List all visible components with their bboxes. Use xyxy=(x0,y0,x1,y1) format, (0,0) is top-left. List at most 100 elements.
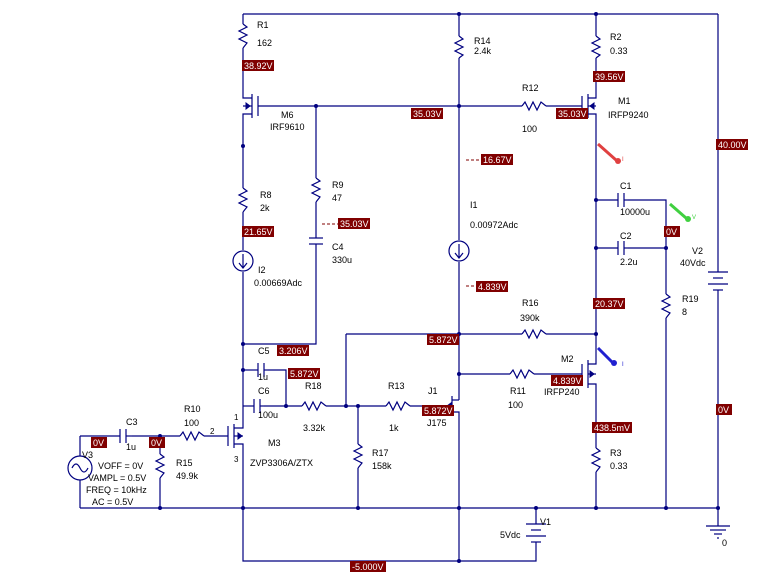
svg-text:4.839V: 4.839V xyxy=(553,376,582,386)
i2-name: I2 xyxy=(258,265,266,275)
j1-value: J175 xyxy=(427,418,447,428)
r13-value: 1k xyxy=(389,423,399,433)
svg-text:4.839V: 4.839V xyxy=(478,282,507,292)
r9-name: R9 xyxy=(332,180,344,190)
ground-label: 0 xyxy=(722,538,727,548)
voltage-tag: 0V xyxy=(149,437,165,448)
c1-value: 10000u xyxy=(620,207,650,217)
r15-value: 49.9k xyxy=(176,471,199,481)
r12-name: R12 xyxy=(522,83,539,93)
m3-pin-3: 3 xyxy=(234,455,239,464)
r3-name: R3 xyxy=(610,448,622,458)
voltage-tag: 3.206V xyxy=(277,345,309,356)
resistor-r15-symbol xyxy=(154,453,166,479)
m6-name: M6 xyxy=(281,110,294,120)
m3-pin-1: 1 xyxy=(234,413,239,422)
voltage-tag: 35.03V xyxy=(338,218,370,229)
resistor-r13-symbol xyxy=(385,400,411,412)
voltage-tag: 38.92V xyxy=(242,60,274,71)
r16-name: R16 xyxy=(522,298,539,308)
voltage-tag: 0V xyxy=(664,226,680,237)
v3-param-voff: VOFF = 0V xyxy=(98,461,143,471)
m6-value: IRF9610 xyxy=(270,122,305,132)
svg-text:16.67V: 16.67V xyxy=(483,155,512,165)
resistor-r3-symbol xyxy=(590,447,602,473)
r2-value: 0.33 xyxy=(610,46,628,56)
m1-value: IRFP9240 xyxy=(608,110,649,120)
svg-text:21.65V: 21.65V xyxy=(244,227,273,237)
r3-value: 0.33 xyxy=(610,461,628,471)
junction-dots xyxy=(158,12,720,563)
voltage-tag: 35.03V xyxy=(411,108,443,119)
r15-name: R15 xyxy=(176,458,193,468)
svg-text:5.872V: 5.872V xyxy=(429,335,458,345)
resistor-r2-symbol xyxy=(590,35,602,59)
voltage-tag: -5.000V xyxy=(350,561,386,572)
r8-value: 2k xyxy=(260,203,270,213)
battery-symbols xyxy=(67,271,728,546)
r16-value: 390k xyxy=(520,313,540,323)
c3-value: 1u xyxy=(126,442,136,452)
i2-value: 0.00669Adc xyxy=(254,278,303,288)
m3-pin-2: 2 xyxy=(210,427,215,436)
resistor-r11-symbol xyxy=(509,368,535,380)
resistor-r18-symbol xyxy=(301,400,327,412)
resistor-r10-symbol xyxy=(179,430,205,442)
voltage-tag: 21.65V xyxy=(242,226,274,237)
current-probe-blue-icon xyxy=(596,346,614,364)
voltage-tag: 40.00V xyxy=(716,139,748,150)
v3-param-ac: AC = 0.5V xyxy=(92,497,133,507)
c6-value: 100u xyxy=(258,410,278,420)
sine-source-v3-symbol xyxy=(67,455,93,481)
svg-text:40.00V: 40.00V xyxy=(718,140,747,150)
probe-green-label: V xyxy=(692,215,696,221)
r19-name: R19 xyxy=(682,294,699,304)
m3-name: M3 xyxy=(268,438,281,448)
voltage-tag: 39.56V xyxy=(593,71,625,82)
resistor-symbols xyxy=(154,23,672,479)
voltage-tag: 4.839V xyxy=(551,375,583,386)
svg-text:0V: 0V xyxy=(93,438,104,448)
r9-value: 47 xyxy=(332,193,342,203)
r11-name: R11 xyxy=(510,386,526,396)
voltage-tag: 4.839V xyxy=(476,281,508,292)
current-source-i1-symbol xyxy=(448,240,470,262)
voltage-tag: 0V xyxy=(91,437,107,448)
r12-value: 100 xyxy=(522,124,537,134)
voltage-tag: 16.67V xyxy=(481,154,513,165)
v2-value: 40Vdc xyxy=(680,258,706,268)
mosfet-m2-symbol xyxy=(581,356,597,390)
c5-name: C5 xyxy=(258,346,270,356)
c3-name: C3 xyxy=(126,417,138,427)
m2-value: IRFP240 xyxy=(544,387,580,397)
resistor-r1-symbol xyxy=(237,23,249,49)
r10-name: R10 xyxy=(184,404,201,414)
current-probe-red-icon xyxy=(597,142,617,162)
r17-name: R17 xyxy=(372,448,389,458)
svg-text:35.03V: 35.03V xyxy=(413,109,442,119)
c4-value: 330u xyxy=(332,255,352,265)
svg-text:-5.000V: -5.000V xyxy=(352,562,384,572)
v2-name: V2 xyxy=(692,246,703,256)
current-source-symbols xyxy=(232,240,470,272)
voltage-tag: 20.37V xyxy=(593,298,625,309)
probe-red-label: I xyxy=(622,157,624,163)
svg-text:0V: 0V xyxy=(666,227,677,237)
mosfet-m6-symbol xyxy=(242,92,259,118)
m1-name: M1 xyxy=(618,96,631,106)
r14-name: R14 xyxy=(474,36,491,46)
transistor-symbols xyxy=(227,92,597,448)
m3-value: ZVP3306A/ZTX xyxy=(250,458,313,468)
r18-name: R18 xyxy=(305,381,322,391)
r11-value: 100 xyxy=(508,400,523,410)
r19-value: 8 xyxy=(682,307,687,317)
mosfet-m3-symbol xyxy=(227,424,244,448)
voltage-probe-green-icon xyxy=(669,202,687,220)
voltage-tag: 35.03V xyxy=(556,108,588,119)
v3-param-freq: FREQ = 10kHz xyxy=(86,485,147,495)
r1-name: R1 xyxy=(257,20,269,30)
capacitor-symbols xyxy=(119,193,628,443)
r10-value: 100 xyxy=(184,418,199,428)
probe-markers: I V I xyxy=(596,142,696,368)
voltage-leaders xyxy=(322,159,480,287)
